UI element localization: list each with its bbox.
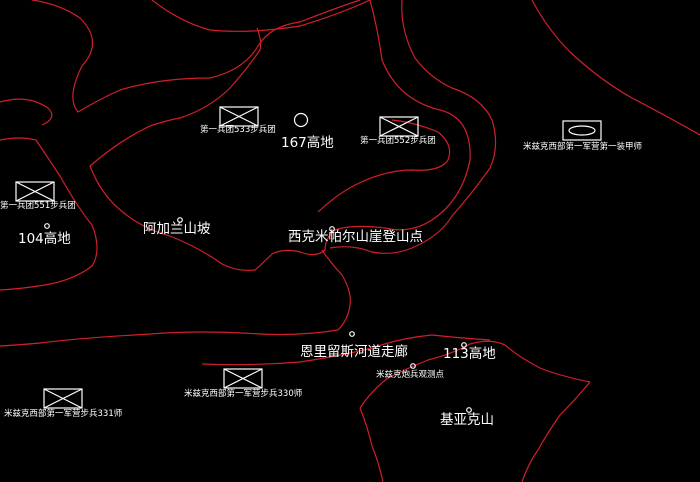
- infantry-unit-icon: [15, 181, 55, 202]
- contour-line: [201, 334, 491, 366]
- unit-label-331: 米兹克西部第一军营步兵331师: [4, 409, 123, 419]
- contour-line: [0, 249, 351, 347]
- place-label-corridor: 恩里留斯河道走廊: [300, 344, 408, 360]
- hill-circle-icon: [293, 112, 309, 128]
- contour-line: [0, 137, 98, 291]
- unit-label-armor: 米兹克西部第一军营第一装甲师: [523, 142, 643, 152]
- infantry-unit-icon: [379, 116, 419, 137]
- place-label-104: 104高地: [18, 231, 71, 247]
- position-marker-icon: [349, 331, 355, 337]
- infantry-unit-icon: [219, 106, 259, 127]
- armor-unit-icon: [568, 125, 596, 136]
- place-label-167: 167高地: [281, 135, 334, 151]
- contour-line: [359, 340, 591, 482]
- unit-label-533: 第一兵团533步兵团: [200, 125, 276, 135]
- place-label-113: 113高地: [443, 346, 496, 362]
- place-label-observation: 米兹克炮兵观测点: [376, 370, 445, 380]
- contour-line: [329, 0, 497, 254]
- infantry-unit-icon: [15, 181, 55, 202]
- place-label-mountain: 基亚克山: [440, 412, 494, 428]
- infantry-unit-icon: [219, 106, 259, 127]
- contour-line: [0, 98, 53, 126]
- infantry-unit-icon: [379, 116, 419, 137]
- contour-line: [89, 0, 471, 271]
- position-marker-icon: [329, 226, 335, 232]
- position-marker-icon: [410, 363, 416, 369]
- unit-label-551: 第一兵团551步兵团: [0, 201, 76, 211]
- contour-line: [31, 0, 361, 113]
- contour-line: [531, 0, 700, 136]
- position-marker-icon: [466, 407, 472, 413]
- place-label-slope: 阿加兰山坡: [143, 221, 211, 237]
- contour-line: [317, 119, 451, 213]
- position-marker-icon: [44, 223, 50, 229]
- unit-label-552: 第一兵团552步兵团: [360, 136, 436, 146]
- place-label-cliff: 西克米帕尔山崖登山点: [288, 229, 423, 245]
- contour-line: [359, 407, 384, 482]
- infantry-unit-icon: [43, 388, 83, 409]
- unit-label-330: 米兹克西部第一军营步兵330师: [184, 389, 303, 399]
- infantry-unit-icon: [223, 368, 263, 389]
- infantry-unit-icon: [223, 368, 263, 389]
- position-marker-icon: [177, 217, 183, 223]
- infantry-unit-icon: [43, 388, 83, 409]
- position-marker-icon: [461, 342, 467, 348]
- armor-unit-icon: [562, 120, 602, 141]
